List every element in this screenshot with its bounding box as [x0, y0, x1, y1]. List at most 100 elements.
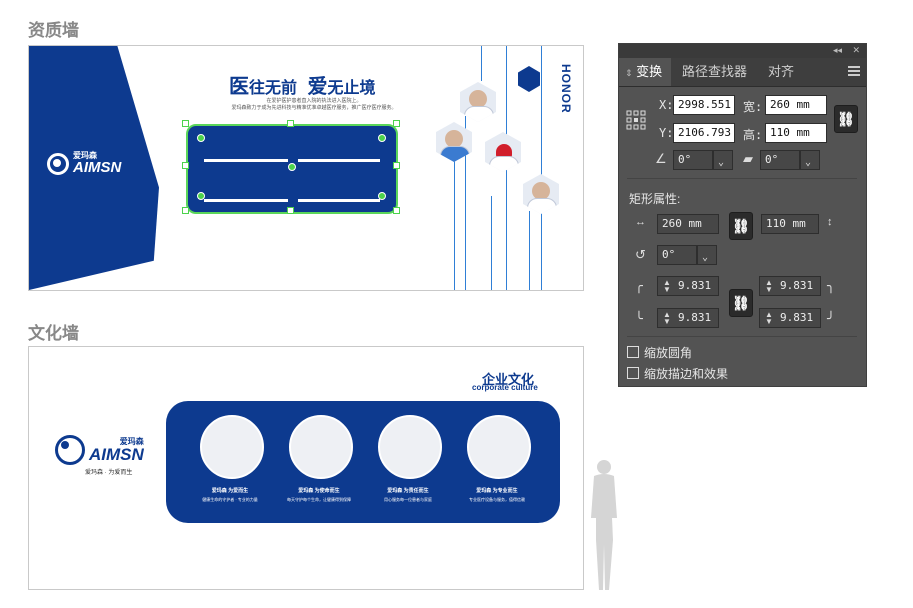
divider — [627, 178, 857, 179]
rect-rotation-dropdown[interactable]: ⌄ — [697, 245, 717, 265]
stepper-icon[interactable]: ▲▼ — [765, 278, 773, 294]
scale-corners-checkbox[interactable] — [627, 346, 639, 358]
corner-widget[interactable] — [197, 134, 205, 142]
tab-pathfinder[interactable]: 路径查找器 — [682, 64, 748, 79]
culture-text: 健康生命的守护者 · 专业的力量 — [202, 497, 258, 502]
logo-cn-text: 爱玛森 — [119, 436, 144, 446]
human-scale-silhouette — [591, 460, 617, 590]
heart-photo-hex — [485, 132, 521, 172]
scale-strokes-label: 缩放描边和效果 — [644, 367, 729, 381]
tab-align[interactable]: 对齐 — [768, 64, 795, 79]
selection-handle[interactable] — [182, 162, 189, 169]
collapse-icon[interactable]: ◂◂ — [832, 45, 842, 55]
y-field[interactable]: 2106.793 — [673, 123, 735, 143]
selection-handle[interactable] — [393, 120, 400, 127]
plaque-line — [298, 159, 380, 162]
corner-bl-icon[interactable]: ╰ — [635, 311, 643, 326]
culture-caption: 爱玛森 为爱而生 — [211, 488, 249, 494]
culture-image-hands — [289, 415, 353, 479]
panel-topbar: ◂◂ ✕ — [619, 44, 866, 58]
selection-handle[interactable] — [287, 120, 294, 127]
stepper-icon[interactable]: ▲▼ — [663, 278, 671, 294]
x-field[interactable]: 2998.551 — [673, 95, 735, 115]
logo-en-text: AIMSN — [89, 444, 144, 464]
logo-en-text: AIMSN — [73, 159, 122, 176]
deco-line — [529, 211, 530, 290]
honor-wall-artboard[interactable]: 爱玛森 AIMSN 医往无前 爱无止境 在爱护医护患者直入院的执法进入医院上。 … — [28, 45, 584, 291]
transform-panel[interactable]: ◂◂ ✕ ⇕ 变换 路径查找器 对齐 X: 2998.551 宽: 260 mm… — [618, 43, 867, 387]
rotate-angle-field[interactable]: 0° — [673, 150, 713, 170]
culture-text: 每天守护每个生命，让健康得到保障 — [287, 497, 351, 502]
chevron-down-icon: ⌄ — [805, 157, 812, 168]
culture-caption: 爱玛森 为使命而生 — [298, 488, 340, 494]
rect-link-icon[interactable]: ⛓ — [729, 212, 753, 240]
culture-caption: 爱玛森 为专业而生 — [476, 488, 518, 494]
honor-logo: 爱玛森 AIMSN — [47, 152, 121, 175]
culture-wall-artboard[interactable]: 爱玛森 AIMSN 爱玛森 · 为爱而生 企业文化 corporate cult… — [28, 346, 584, 590]
deco-line — [454, 161, 455, 290]
width-label: 宽: — [743, 100, 763, 114]
logo-swirl-icon — [55, 435, 85, 465]
center-point[interactable] — [288, 163, 296, 171]
height-label: 高: — [743, 128, 763, 142]
rect-width-field[interactable]: 260 mm — [657, 214, 719, 234]
honor-word: HONOR — [559, 64, 573, 114]
corner-widget[interactable] — [378, 134, 386, 142]
angle-icon: ∠ — [655, 151, 667, 166]
chevron-down-icon: ⌄ — [702, 252, 709, 263]
rect-height-icon: ↕ — [827, 216, 833, 228]
stepper-icon[interactable]: ▲▼ — [663, 310, 671, 326]
plaque-line — [204, 199, 288, 202]
rect-height-field[interactable]: 110 mm — [761, 214, 819, 234]
culture-blue-panel[interactable]: 爱玛森 为爱而生 爱玛森 为使命而生 爱玛森 为责任而生 爱玛森 为专业而生 健… — [166, 401, 560, 523]
corner-widget[interactable] — [378, 192, 386, 200]
culture-title: 企业文化 — [482, 372, 535, 387]
corner-br-field[interactable]: 9.831 — [759, 308, 821, 328]
selection-handle[interactable] — [182, 207, 189, 214]
height-field[interactable]: 110 mm — [765, 123, 827, 143]
honor-subtitle: 在爱护医护患者直入院的执法进入医院上。 爱玛森致力于成为先进科技与精准优准卓越医… — [231, 98, 397, 111]
width-field[interactable]: 260 mm — [765, 95, 827, 115]
selected-rectangle[interactable] — [186, 124, 398, 214]
corner-br-icon[interactable]: ╯ — [827, 311, 835, 326]
plaque-line — [298, 199, 380, 202]
close-icon[interactable]: ✕ — [852, 45, 860, 55]
tab-transform[interactable]: ⇕ 变换 — [619, 58, 671, 86]
lab-photo-hex — [523, 174, 559, 214]
logo-cn-text: 爱玛森 — [73, 151, 97, 160]
corner-tl-field[interactable]: 9.831 — [657, 276, 719, 296]
selection-handle[interactable] — [393, 162, 400, 169]
shear-dropdown[interactable]: ⌄ — [800, 150, 820, 170]
honor-wall-label: 资质墙 — [28, 21, 79, 40]
deco-line — [541, 46, 542, 290]
deco-line — [465, 116, 466, 290]
culture-image-car — [467, 415, 531, 479]
culture-text: 用心服务每一位患者与家庭 — [384, 497, 432, 502]
selection-handle[interactable] — [182, 120, 189, 127]
culture-wall-label: 文化墙 — [28, 324, 79, 343]
corner-widget[interactable] — [197, 192, 205, 200]
culture-caption: 爱玛森 为责任而生 — [387, 488, 429, 494]
panel-menu-icon[interactable] — [848, 66, 860, 78]
culture-logo: 爱玛森 AIMSN — [55, 435, 144, 465]
corner-tl-icon[interactable]: ╭ — [635, 278, 643, 293]
shear-angle-field[interactable]: 0° — [760, 150, 800, 170]
rotate-dropdown[interactable]: ⌄ — [713, 150, 733, 170]
scale-corners-label: 缩放圆角 — [644, 346, 693, 360]
corner-link-icon[interactable]: ⛓ — [729, 289, 753, 317]
reference-point-icon[interactable] — [626, 110, 646, 130]
scale-strokes-checkbox[interactable] — [627, 367, 639, 379]
shear-icon: ▰ — [743, 151, 753, 166]
corner-tr-icon[interactable]: ╮ — [827, 278, 835, 293]
panel-tabbar: ⇕ 变换 路径查找器 对齐 — [619, 58, 866, 87]
culture-image-handshake — [378, 415, 442, 479]
selection-handle[interactable] — [287, 207, 294, 214]
corner-bl-field[interactable]: 9.831 — [657, 308, 719, 328]
corner-tr-field[interactable]: 9.831 — [759, 276, 821, 296]
deco-line — [491, 196, 492, 290]
rect-rotation-field[interactable]: 0° — [657, 245, 697, 265]
tab-arrows-icon: ⇕ — [625, 68, 633, 78]
constrain-proportions-link-icon[interactable]: ⛓ — [834, 105, 858, 133]
selection-handle[interactable] — [393, 207, 400, 214]
stepper-icon[interactable]: ▲▼ — [765, 310, 773, 326]
